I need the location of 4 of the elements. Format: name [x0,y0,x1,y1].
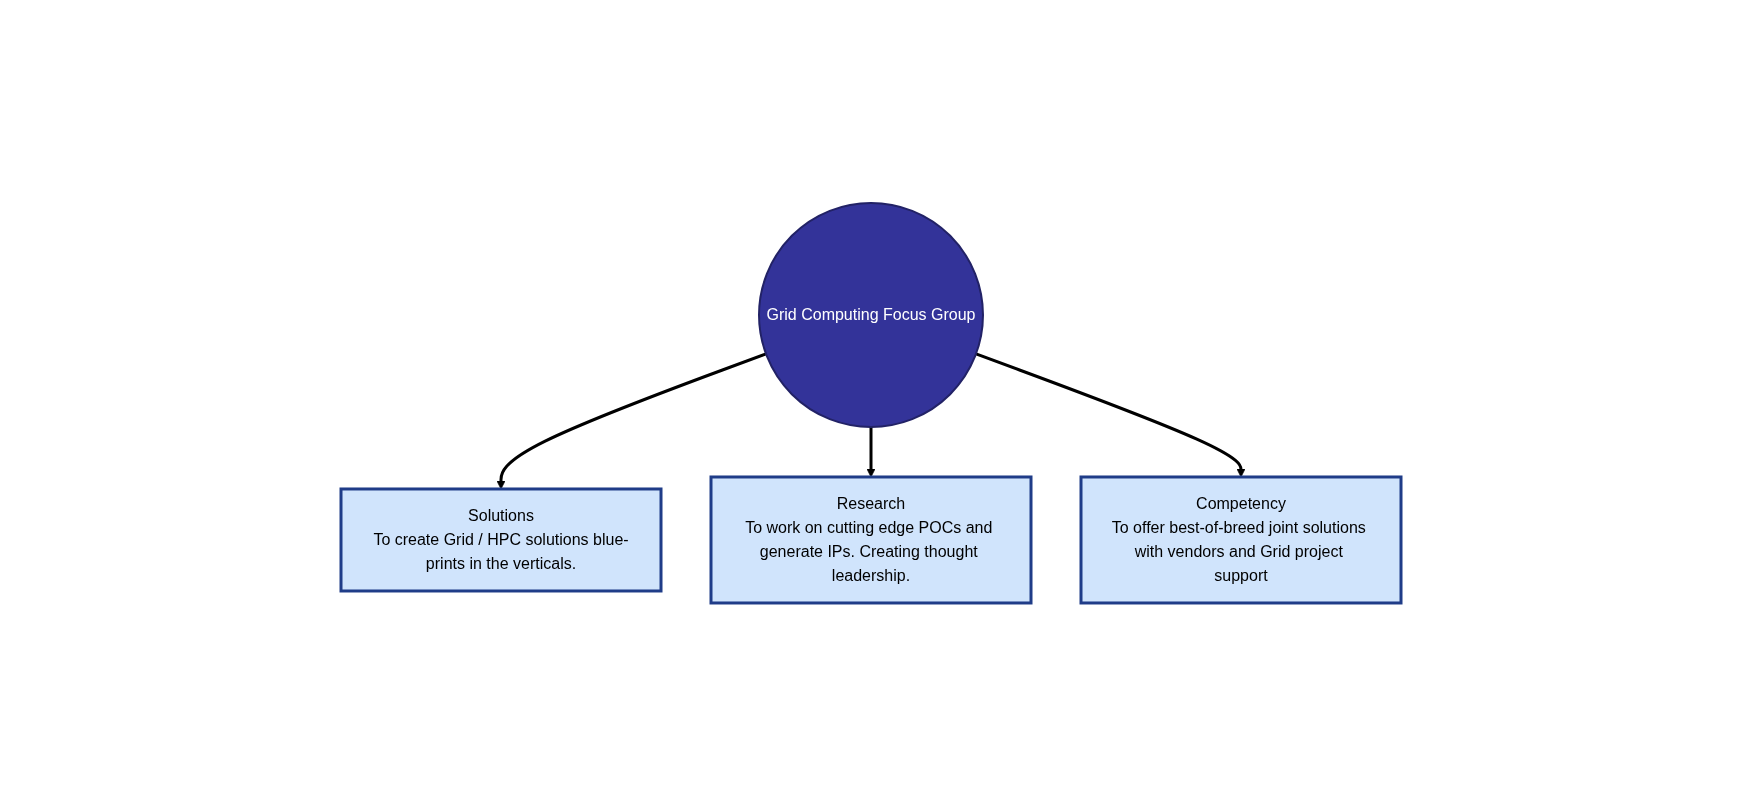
node-box: Solutions To create Grid / HPC solutions blue-prints in the verticals. [339,487,663,593]
node-circle: Grid Computing Focus Group [758,202,984,428]
node-box: Competency To offer best-of-breed joint solutions with vendors and Grid project support [1079,475,1403,605]
node-box: Research To work on cutting edge POCs and generate IPs. Creating thought leadership. [709,475,1033,605]
